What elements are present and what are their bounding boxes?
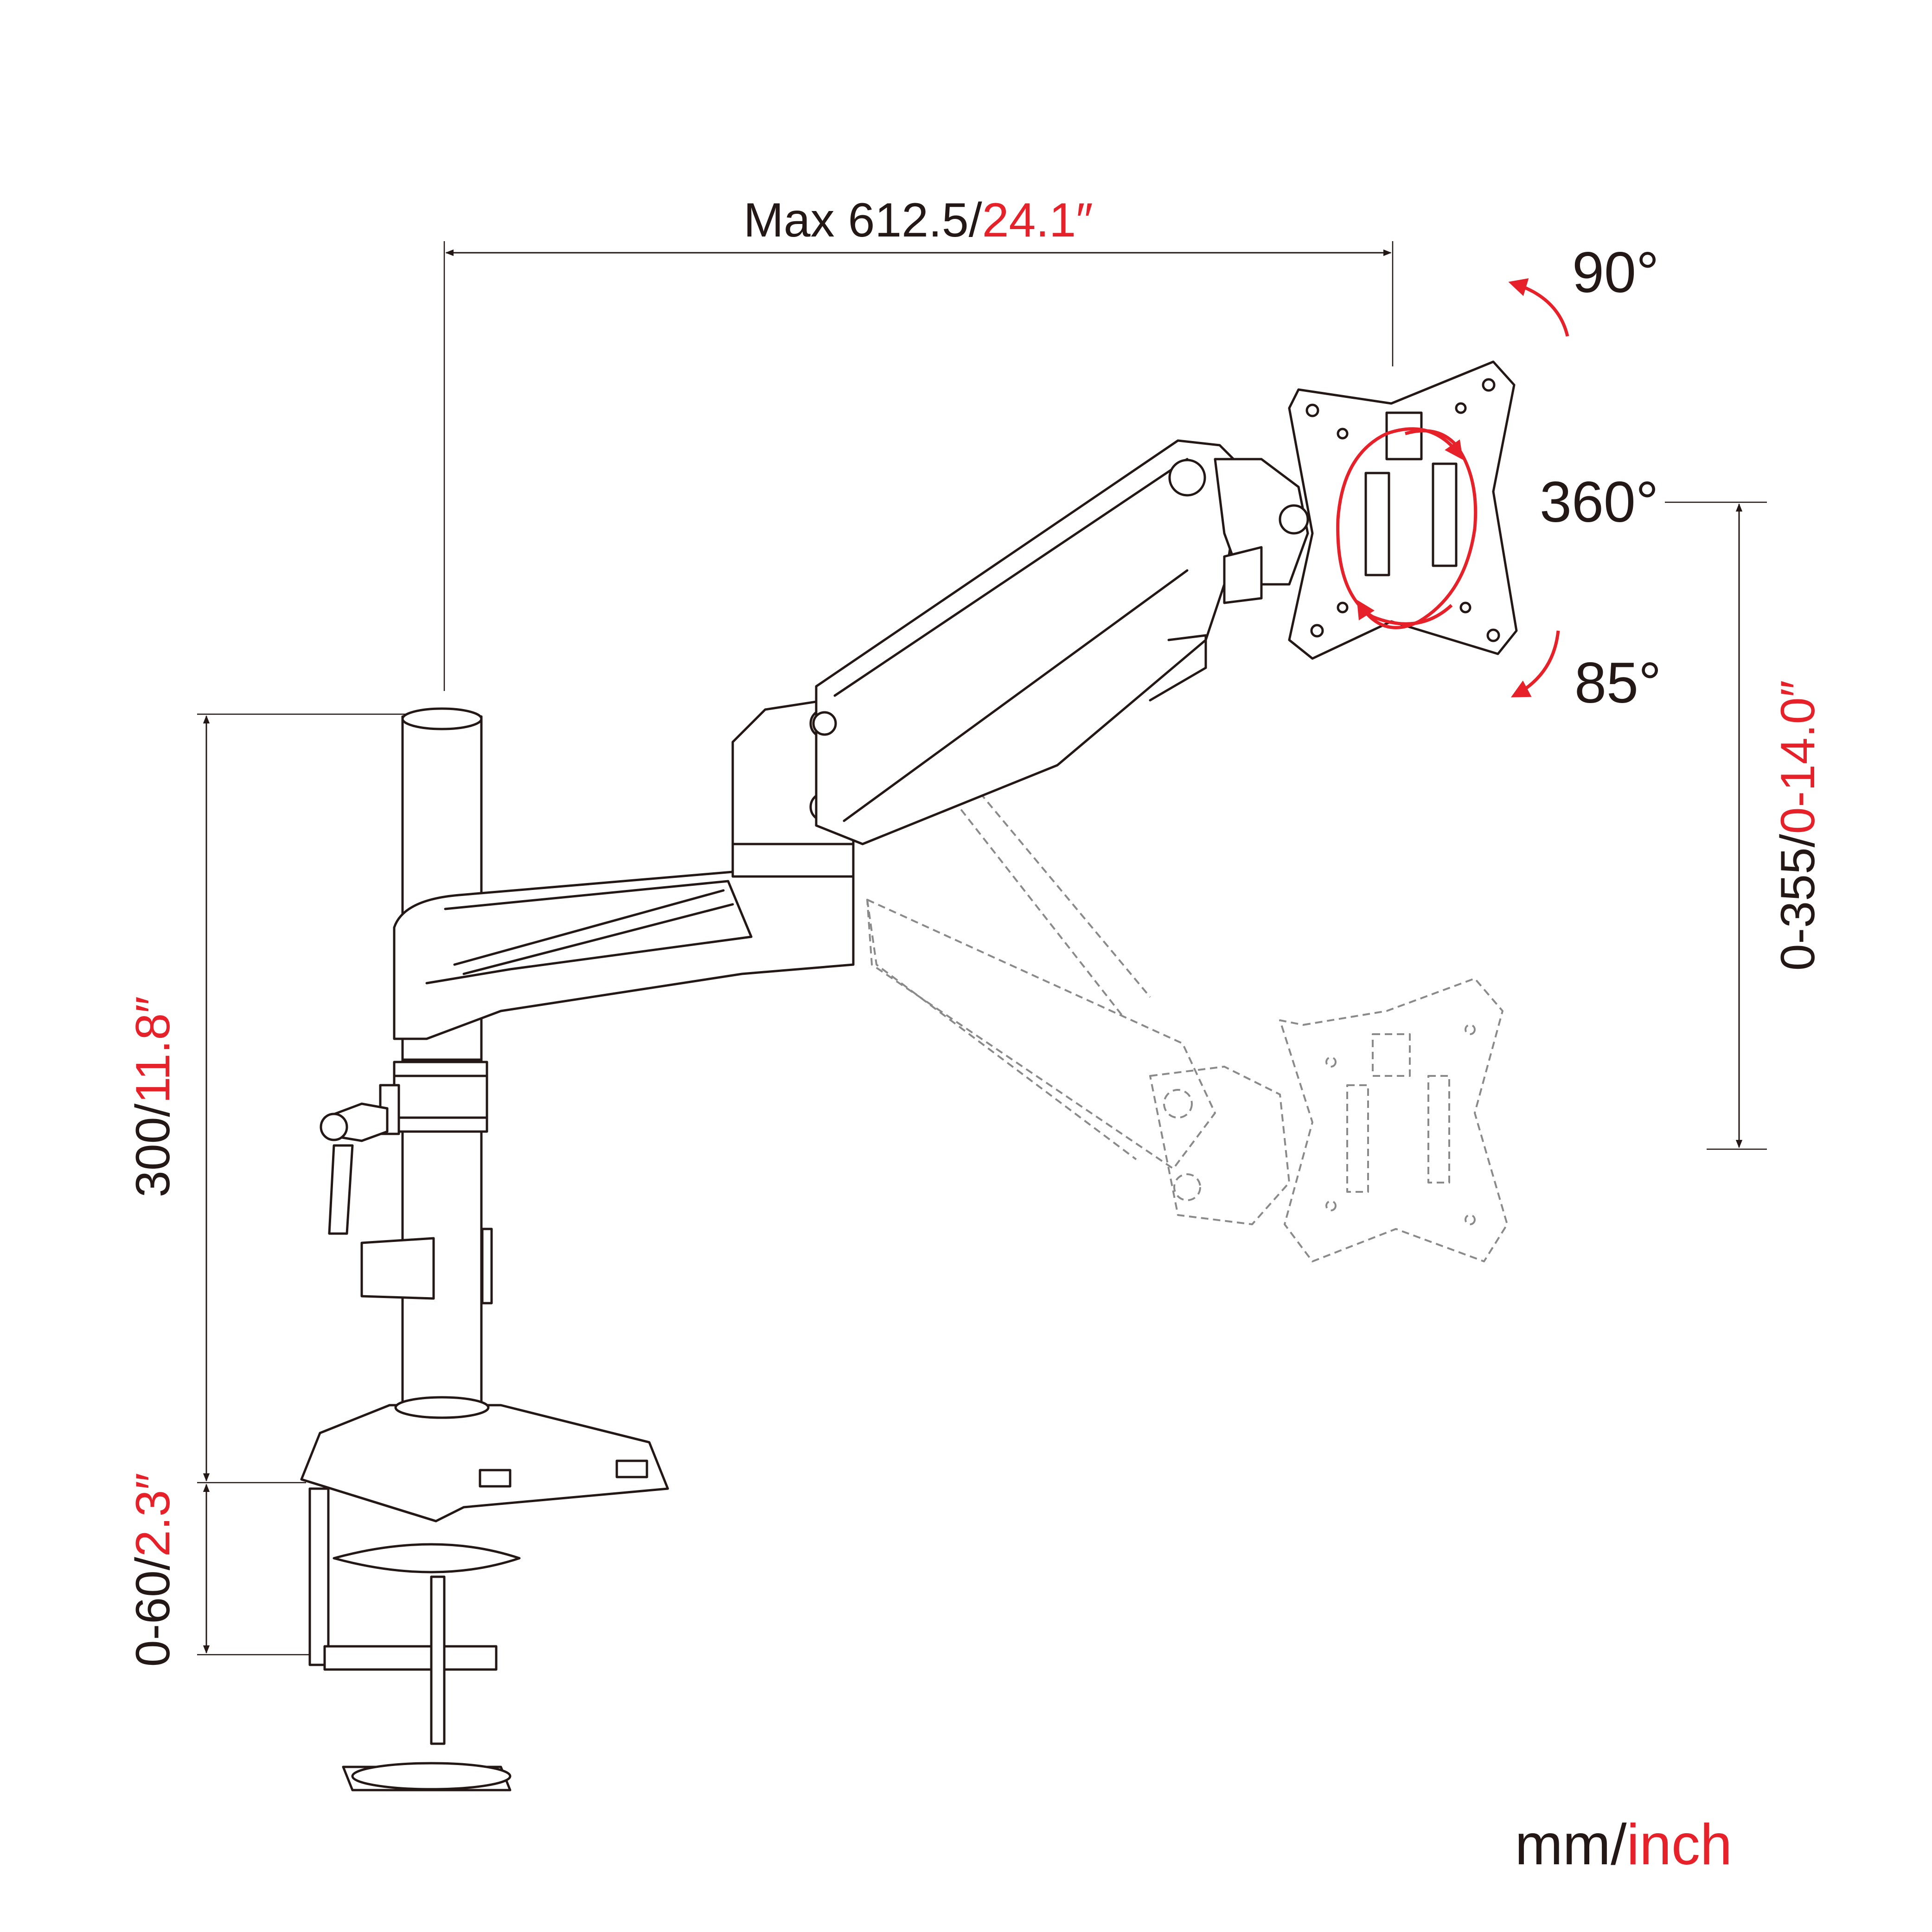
tilt-up-arrow (1508, 278, 1569, 337)
rotation-angle: 360° (1540, 470, 1658, 534)
rotation-indicator (1336, 427, 1478, 629)
tilt-head (1214, 458, 1309, 604)
tilt-down-arrow (1510, 630, 1560, 697)
tilt-down-indicator: 85° (1510, 630, 1662, 715)
height-lock-collar (320, 1061, 488, 1235)
desk-base (300, 1396, 669, 1523)
height-adjust-dimension: 0-355/0-14.0″ (1665, 501, 1825, 1150)
desk-clamp (308, 1487, 521, 1791)
tilt-up-label: 90° (1572, 241, 1659, 305)
clamp-range-label: 0-60/2.3″ (126, 1473, 180, 1667)
tilt-down-label: 85° (1574, 651, 1662, 715)
vesa-plate (1288, 360, 1518, 660)
clamp-range-dimension: 0-60/2.3″ (126, 1473, 325, 1667)
monitor-arm (300, 360, 1518, 1791)
max-reach-dimension: Max 612.5/24.1″ (443, 193, 1394, 691)
pole (401, 707, 483, 1414)
lower-arm (393, 857, 855, 1040)
pole-height-label: 300/11.8″ (126, 996, 180, 1197)
tilt-up-indicator: 90° (1508, 241, 1659, 337)
pole-height-dimension: 300/11.8″ (126, 713, 408, 1484)
upper-arm (812, 439, 1244, 845)
rotation-label: 360° (1540, 470, 1658, 534)
height-adjust-label: 0-355/0-14.0″ (1771, 680, 1825, 971)
cable-clip (360, 1228, 493, 1305)
units-legend: mm/inch (1515, 1813, 1732, 1877)
max-reach-label: Max 612.5/24.1″ (743, 193, 1093, 247)
